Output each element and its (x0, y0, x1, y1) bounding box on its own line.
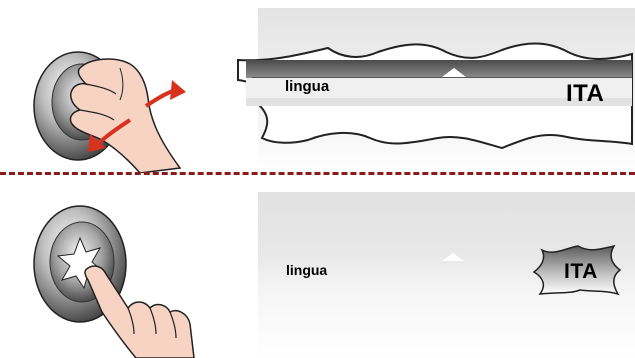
press-knob-illustration (18, 190, 228, 358)
bottom-panel: lingua ITA (0, 178, 635, 358)
setting-value[interactable]: ITA (566, 80, 604, 108)
setting-label: lingua (285, 78, 329, 95)
setting-value[interactable]: ITA (564, 260, 598, 284)
top-panel: lingua ITA (0, 0, 635, 172)
rotate-knob-illustration (20, 28, 195, 173)
hand-icon (85, 266, 194, 358)
setting-label: lingua (286, 262, 327, 278)
panel-separator (0, 172, 635, 175)
up-indicator-icon (440, 252, 466, 262)
selected-row-band (246, 60, 632, 78)
